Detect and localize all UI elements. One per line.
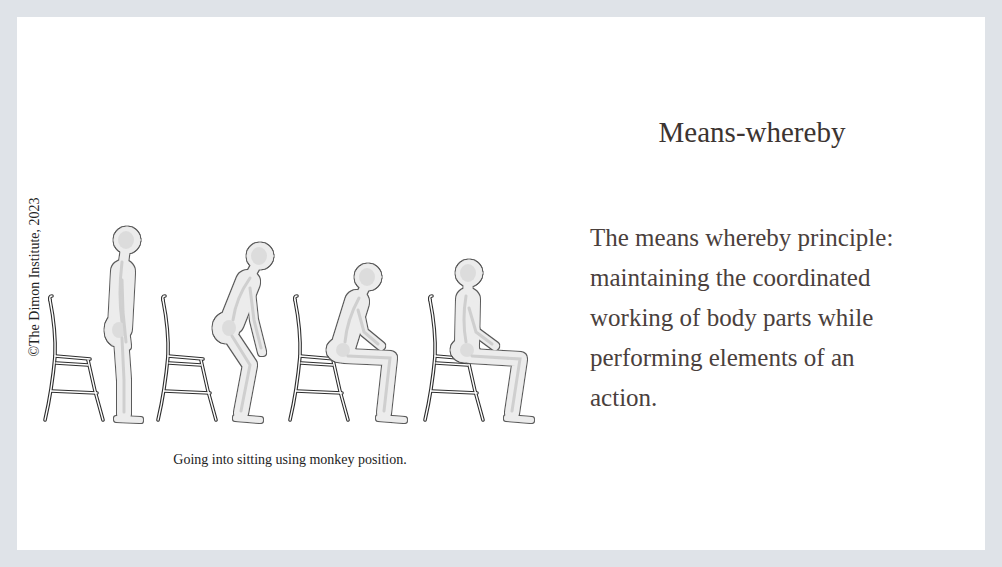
slide-title: Means-whereby — [560, 116, 944, 149]
figure-caption: Going into sitting using monkey position… — [90, 452, 490, 468]
copyright-notice: ©The Dimon Institute, 2023 — [27, 197, 43, 356]
chair — [45, 296, 103, 420]
human-figure — [105, 227, 140, 420]
human-figure — [327, 264, 404, 420]
human-figure — [213, 243, 273, 420]
principle-text: The means whereby principle: maintaining… — [590, 218, 925, 418]
chair — [158, 296, 216, 420]
human-figure — [451, 260, 531, 420]
